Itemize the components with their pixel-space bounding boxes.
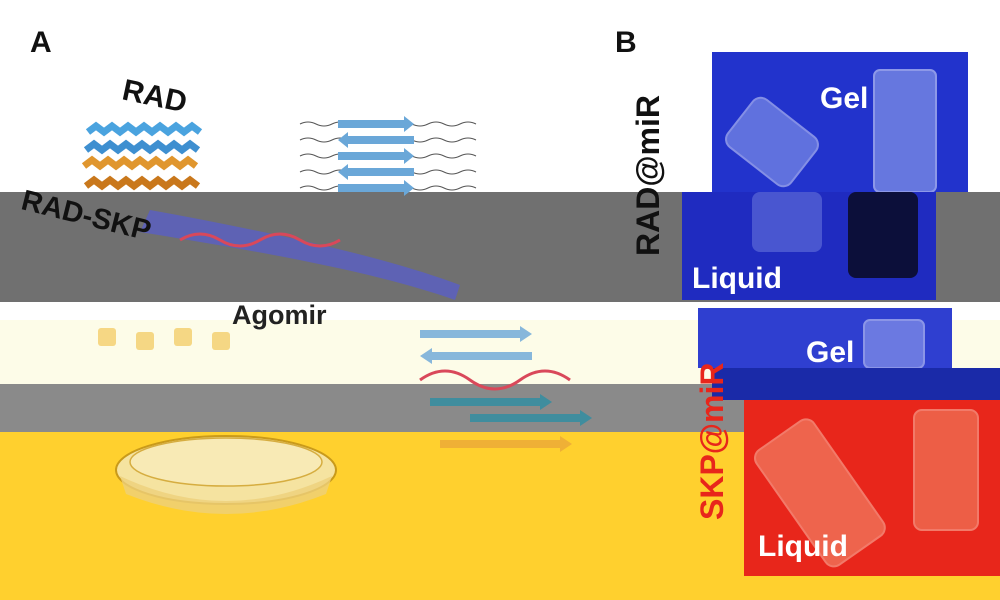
skp-miR-photo-red (744, 400, 1000, 576)
vials-red-drawing (754, 409, 979, 568)
rad-miR-photo (712, 52, 968, 192)
assembly-arrow (140, 210, 460, 300)
vials-drawing-2 (863, 319, 925, 368)
panel-b-label: B (615, 26, 637, 59)
agomir-rna-strand (179, 232, 341, 248)
panel-a-label: A (30, 26, 52, 59)
fibril-top (299, 116, 477, 196)
skp-peptide-chains (81, 155, 201, 191)
peptide-blocks (98, 328, 230, 350)
skp-miR-vertical-label: SKP@miR (694, 362, 730, 520)
vial-bottom-drawing (752, 192, 918, 278)
fibril-with-rna (419, 326, 592, 426)
skp-miR-photo-mid (712, 368, 1000, 400)
fibril-bottom (440, 436, 572, 452)
bottom-liquid-label: Liquid (758, 530, 848, 563)
rad-miR-photo-lower (682, 192, 936, 300)
rad-peptide-chains (83, 121, 203, 155)
bottom-gel-label: Gel (806, 336, 855, 369)
rad-miR-vertical-label: RAD@miR (630, 95, 666, 256)
skp-miR-photo-top (698, 308, 952, 368)
top-gel-label: Gel (820, 82, 869, 115)
vials-drawing (725, 69, 937, 192)
agomir-label: Agomir (232, 300, 327, 330)
top-liquid-label: Liquid (692, 262, 782, 295)
petri-dish (115, 435, 337, 514)
